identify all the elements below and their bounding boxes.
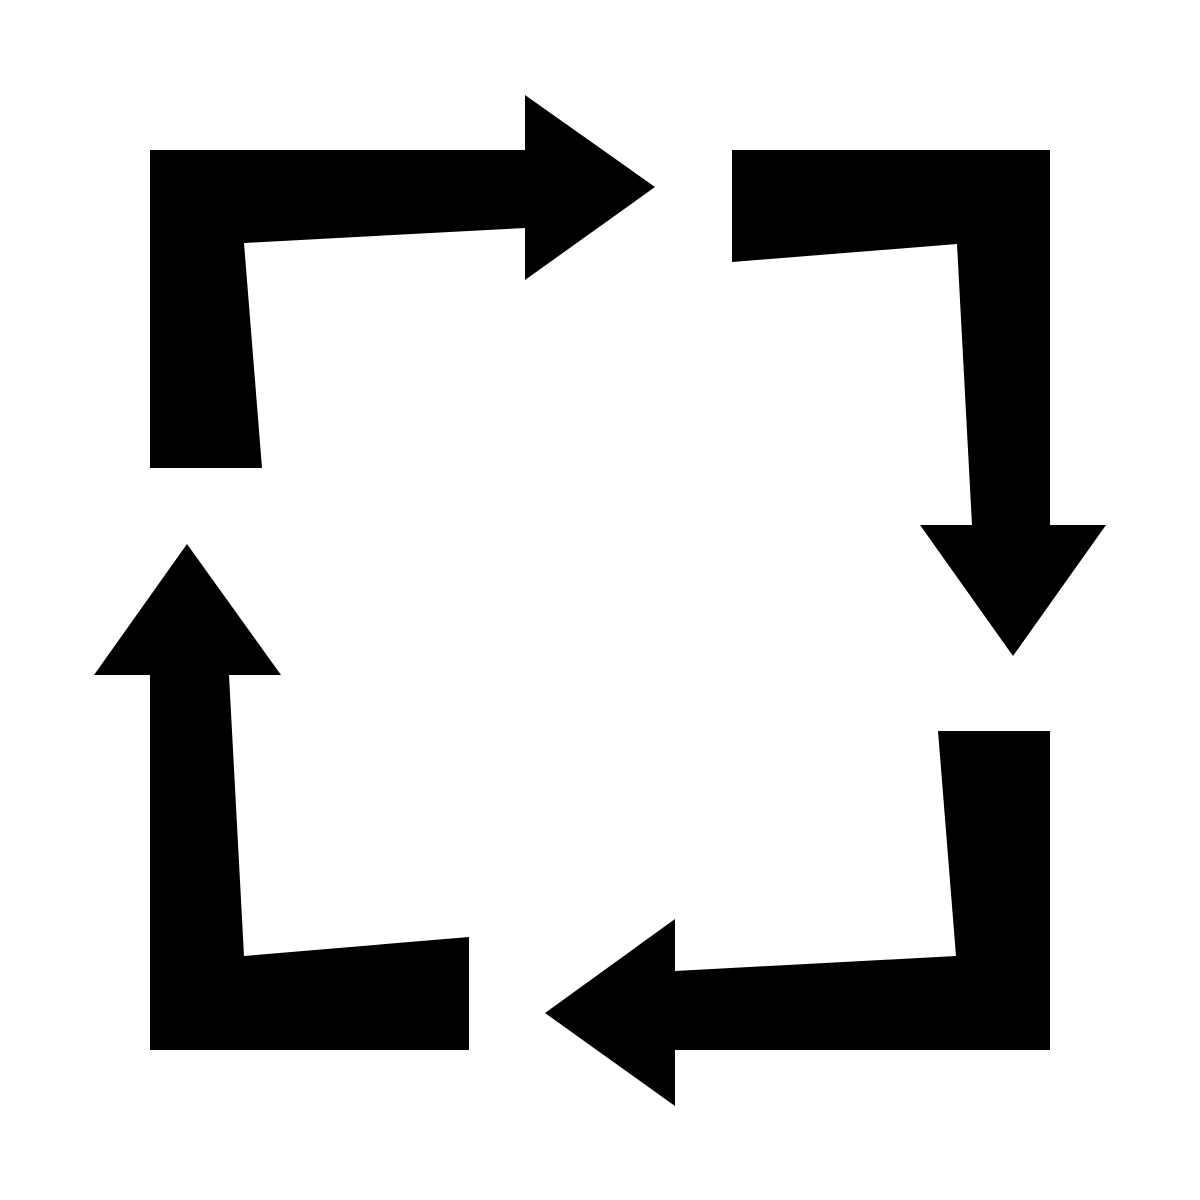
cycle-arrow-right-down-icon: [732, 150, 1106, 656]
cycle-arrow-left-up-icon: [94, 544, 469, 1050]
cycle-arrow-bottom-left-icon: [545, 731, 1050, 1106]
cycle-arrow-top-right-icon: [150, 95, 655, 468]
